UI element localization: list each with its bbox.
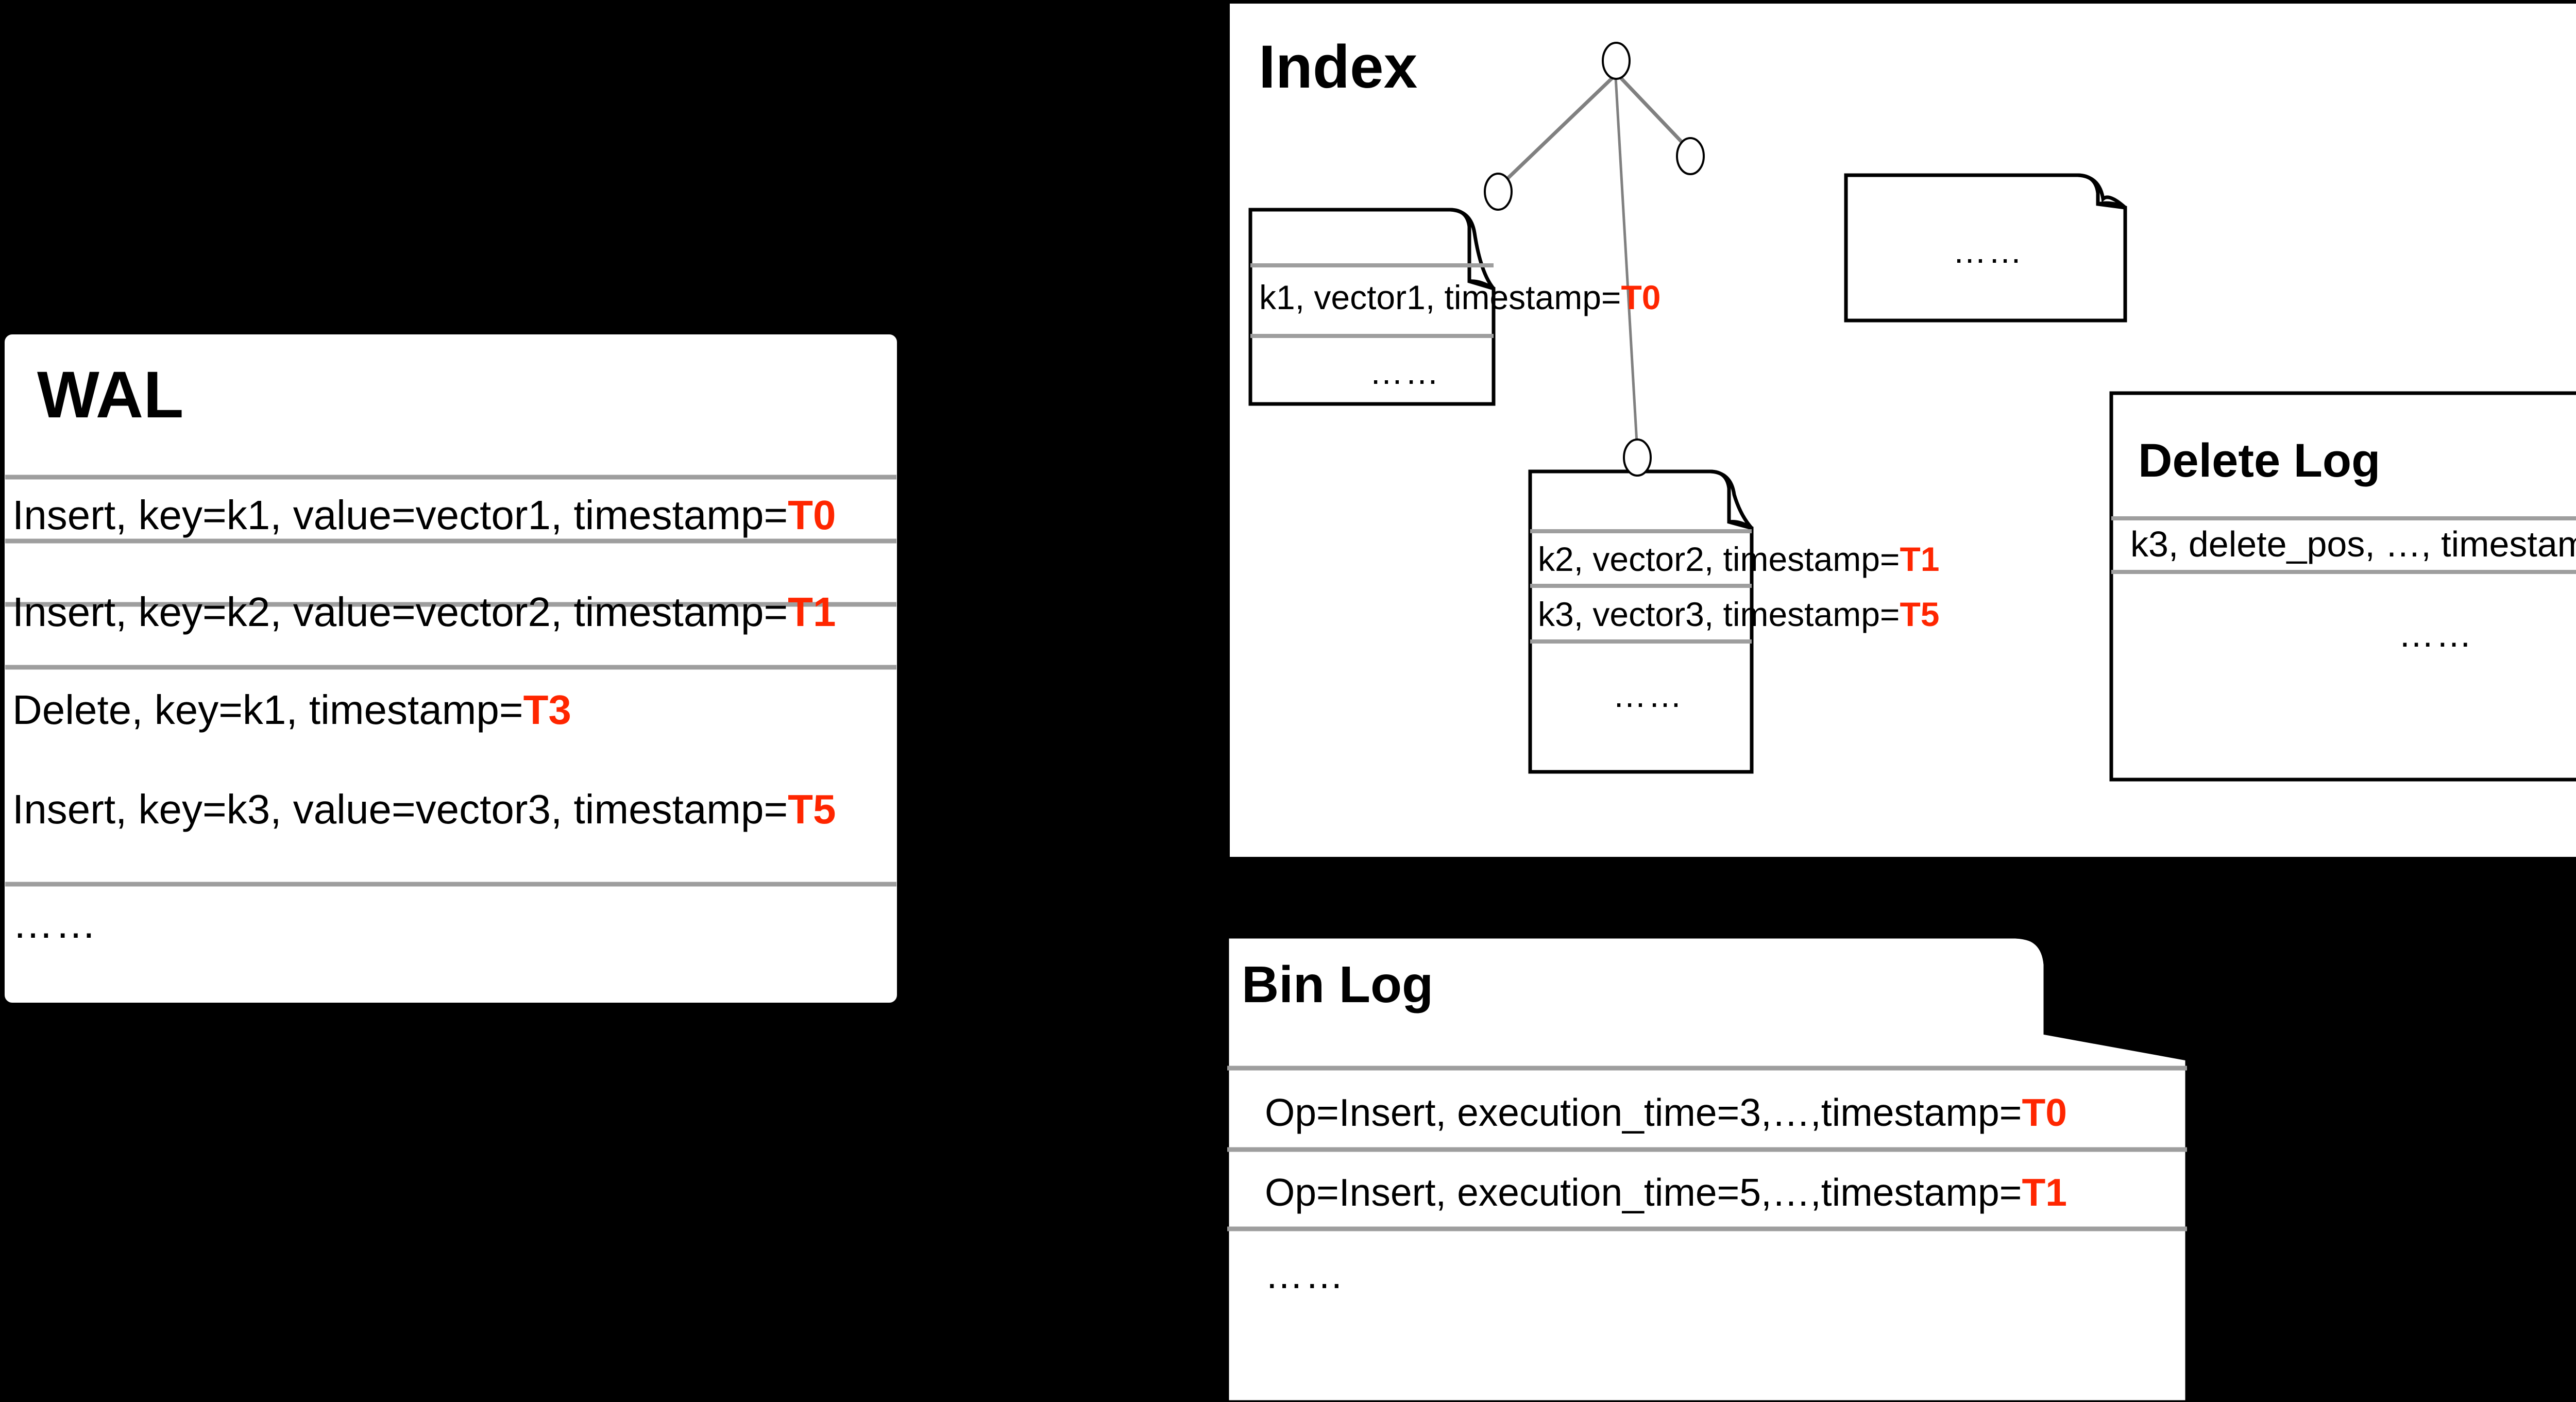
wal-row-text: Insert, key=k2, value=vector2, timestamp… bbox=[12, 589, 788, 635]
wal-row: Insert, key=k3, value=vector3, timestamp… bbox=[12, 786, 836, 832]
index-leaf-middle-row-timestamp: T5 bbox=[1900, 595, 1939, 633]
bin-log-row-timestamp: T1 bbox=[2022, 1171, 2067, 1214]
svg-text:k2, vector2, timestamp=T1: k2, vector2, timestamp=T1 bbox=[1538, 540, 1939, 578]
wal-row-timestamp: T1 bbox=[788, 589, 836, 635]
delete-log-document: Delete Log k3, delete_pos, …, timestamp=… bbox=[2109, 391, 2576, 782]
index-leaf-middle-row-ellipsis: …… bbox=[1613, 676, 1684, 714]
wal-row-timestamp: T3 bbox=[523, 687, 571, 733]
wal-row: Delete, key=k1, timestamp=T3 bbox=[12, 687, 571, 733]
wal-row-timestamp: T0 bbox=[788, 492, 836, 538]
bin-log-row-ellipsis: …… bbox=[1265, 1253, 1345, 1296]
index-leaf-right-row-ellipsis: …… bbox=[1953, 232, 2024, 270]
wal-row: Insert, key=k2, value=vector2, timestamp… bbox=[12, 589, 836, 635]
tree-edge-root-to-left bbox=[1499, 74, 1617, 187]
tree-edge-root-to-right bbox=[1617, 74, 1690, 151]
delete-log-row-text: k3, delete_pos, …, timestamp= bbox=[2130, 524, 2576, 564]
index-panel: Index k1, vector1, timestamp=T0 …… bbox=[1230, 4, 2576, 857]
tree-node-child-right[interactable] bbox=[1676, 137, 1705, 175]
svg-text:Insert, key=k2, value=vector2,: Insert, key=k2, value=vector2, timestamp… bbox=[12, 589, 836, 635]
svg-text:k3, delete_pos, …, timestamp=T: k3, delete_pos, …, timestamp=T3 bbox=[2130, 524, 2576, 564]
bin-log-panel: Bin Log Op=Insert, execution_time=3,…,ti… bbox=[1225, 935, 2189, 1402]
index-title: Index bbox=[1259, 33, 1417, 101]
wal-row-text: Delete, key=k1, timestamp= bbox=[12, 687, 523, 733]
delete-log-row-ellipsis: …… bbox=[2398, 614, 2473, 654]
index-leaf-middle-row-text: k3, vector3, timestamp= bbox=[1538, 595, 1900, 633]
index-leaf-left-document: k1, vector1, timestamp=T0 …… bbox=[1248, 208, 1660, 406]
bin-log-row-text: Op=Insert, execution_time=5,…,timestamp= bbox=[1265, 1171, 2022, 1214]
wal-row-timestamp: T5 bbox=[788, 786, 836, 832]
index-leaf-middle-row-text: k2, vector2, timestamp= bbox=[1538, 540, 1900, 578]
index-leaf-middle-row-timestamp: T1 bbox=[1900, 540, 1939, 578]
svg-text:Op=Insert, execution_time=3,…,: Op=Insert, execution_time=3,…,timestamp=… bbox=[1265, 1091, 2067, 1134]
index-leaf-left-row-timestamp: T0 bbox=[1621, 278, 1660, 316]
wal-title: WAL bbox=[37, 358, 183, 432]
bin-log-row-timestamp: T0 bbox=[2022, 1091, 2067, 1134]
tree-node-child-left[interactable] bbox=[1484, 173, 1513, 211]
wal-row: Insert, key=k1, value=vector1, timestamp… bbox=[12, 492, 836, 538]
svg-text:Insert, key=k3, value=vector3,: Insert, key=k3, value=vector3, timestamp… bbox=[12, 786, 836, 832]
tree-node-root[interactable] bbox=[1602, 42, 1631, 80]
bin-log-row-text: Op=Insert, execution_time=3,…,timestamp= bbox=[1265, 1091, 2022, 1134]
delete-log-title: Delete Log bbox=[2138, 434, 2380, 487]
wal-row-text: Insert, key=k1, value=vector1, timestamp… bbox=[12, 492, 788, 538]
index-leaf-left-row-text: k1, vector1, timestamp= bbox=[1259, 278, 1621, 316]
index-leaf-left-row-ellipsis: …… bbox=[1369, 353, 1440, 391]
bin-log-fold-icon bbox=[2015, 935, 2188, 1061]
index-leaf-middle-document: k2, vector2, timestamp=T1 k3, vector3, t… bbox=[1528, 469, 1939, 774]
wal-row-text: Insert, key=k3, value=vector3, timestamp… bbox=[12, 786, 788, 832]
tree-node-child-middle[interactable] bbox=[1623, 438, 1652, 477]
svg-text:Insert, key=k1, value=vector1,: Insert, key=k1, value=vector1, timestamp… bbox=[12, 492, 836, 538]
index-leaf-right-document: …… bbox=[1844, 173, 2127, 323]
svg-text:Delete, key=k1, timestamp=T3: Delete, key=k1, timestamp=T3 bbox=[12, 687, 571, 733]
bin-log-title: Bin Log bbox=[1242, 956, 1433, 1014]
tree-edge-root-to-middle bbox=[1614, 77, 1639, 452]
svg-text:Op=Insert, execution_time=5,…,: Op=Insert, execution_time=5,…,timestamp=… bbox=[1265, 1171, 2067, 1214]
wal-row-ellipsis: …… bbox=[12, 901, 98, 947]
svg-text:k1, vector1, timestamp=T0: k1, vector1, timestamp=T0 bbox=[1259, 278, 1660, 316]
svg-text:k3, vector3, timestamp=T5: k3, vector3, timestamp=T5 bbox=[1538, 595, 1939, 633]
